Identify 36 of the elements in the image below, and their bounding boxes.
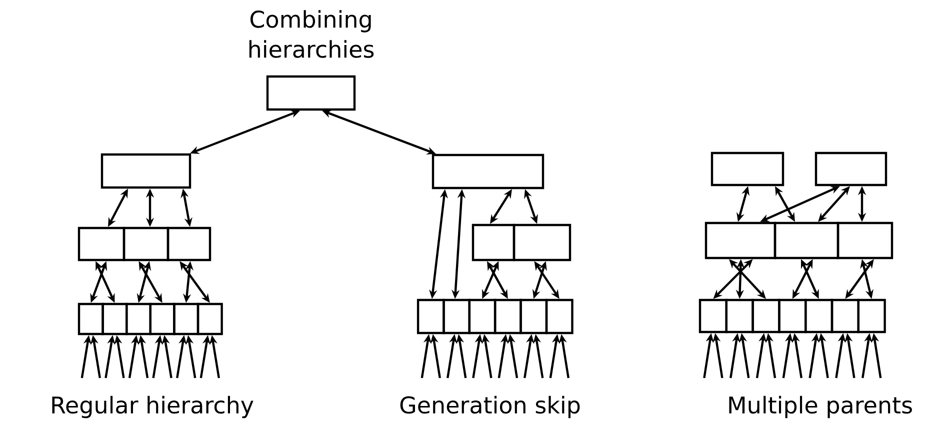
hierarchy-box: [752, 298, 780, 334]
hierarchy-box: [710, 152, 784, 186]
hierarchy-box: [126, 302, 152, 336]
hierarchy-box: [149, 302, 176, 336]
hierarchy-box: [166, 226, 212, 262]
hierarchy-box: [432, 154, 544, 190]
hierarchy-box: [472, 224, 516, 262]
hierarchy-box: [100, 153, 192, 189]
hierarchy-box: [778, 298, 807, 334]
panel-caption: Multiple parents: [729, 396, 912, 418]
hierarchy-box: [814, 152, 888, 186]
title: Combining hierarchies: [249, 10, 374, 58]
hierarchy-box: [196, 302, 223, 336]
hierarchy-box: [102, 302, 128, 336]
hierarchy-box: [266, 75, 356, 111]
hierarchy-box: [494, 298, 522, 334]
hierarchy-box: [545, 298, 574, 334]
hierarchy-box: [774, 222, 840, 260]
hierarchy-box: [416, 298, 445, 334]
hierarchy-box: [512, 224, 572, 262]
hierarchy-box: [468, 298, 496, 334]
hierarchy-box: [830, 298, 860, 334]
hierarchy-box: [122, 226, 170, 262]
hierarchy-box: [698, 298, 728, 334]
hierarchy-box: [836, 222, 894, 260]
hierarchy-box: [78, 226, 126, 262]
hierarchy-box: [704, 222, 776, 260]
panel-caption: Generation skip: [400, 396, 580, 418]
hierarchy-box: [725, 298, 754, 334]
panel-caption: Regular hierarchy: [52, 396, 254, 418]
hierarchy-box: [520, 298, 548, 334]
hierarchy-box: [442, 298, 471, 334]
hierarchy-box: [804, 298, 834, 334]
hierarchy-box: [857, 298, 886, 334]
hierarchy-box: [173, 302, 200, 336]
hierarchy-box: [78, 302, 104, 336]
